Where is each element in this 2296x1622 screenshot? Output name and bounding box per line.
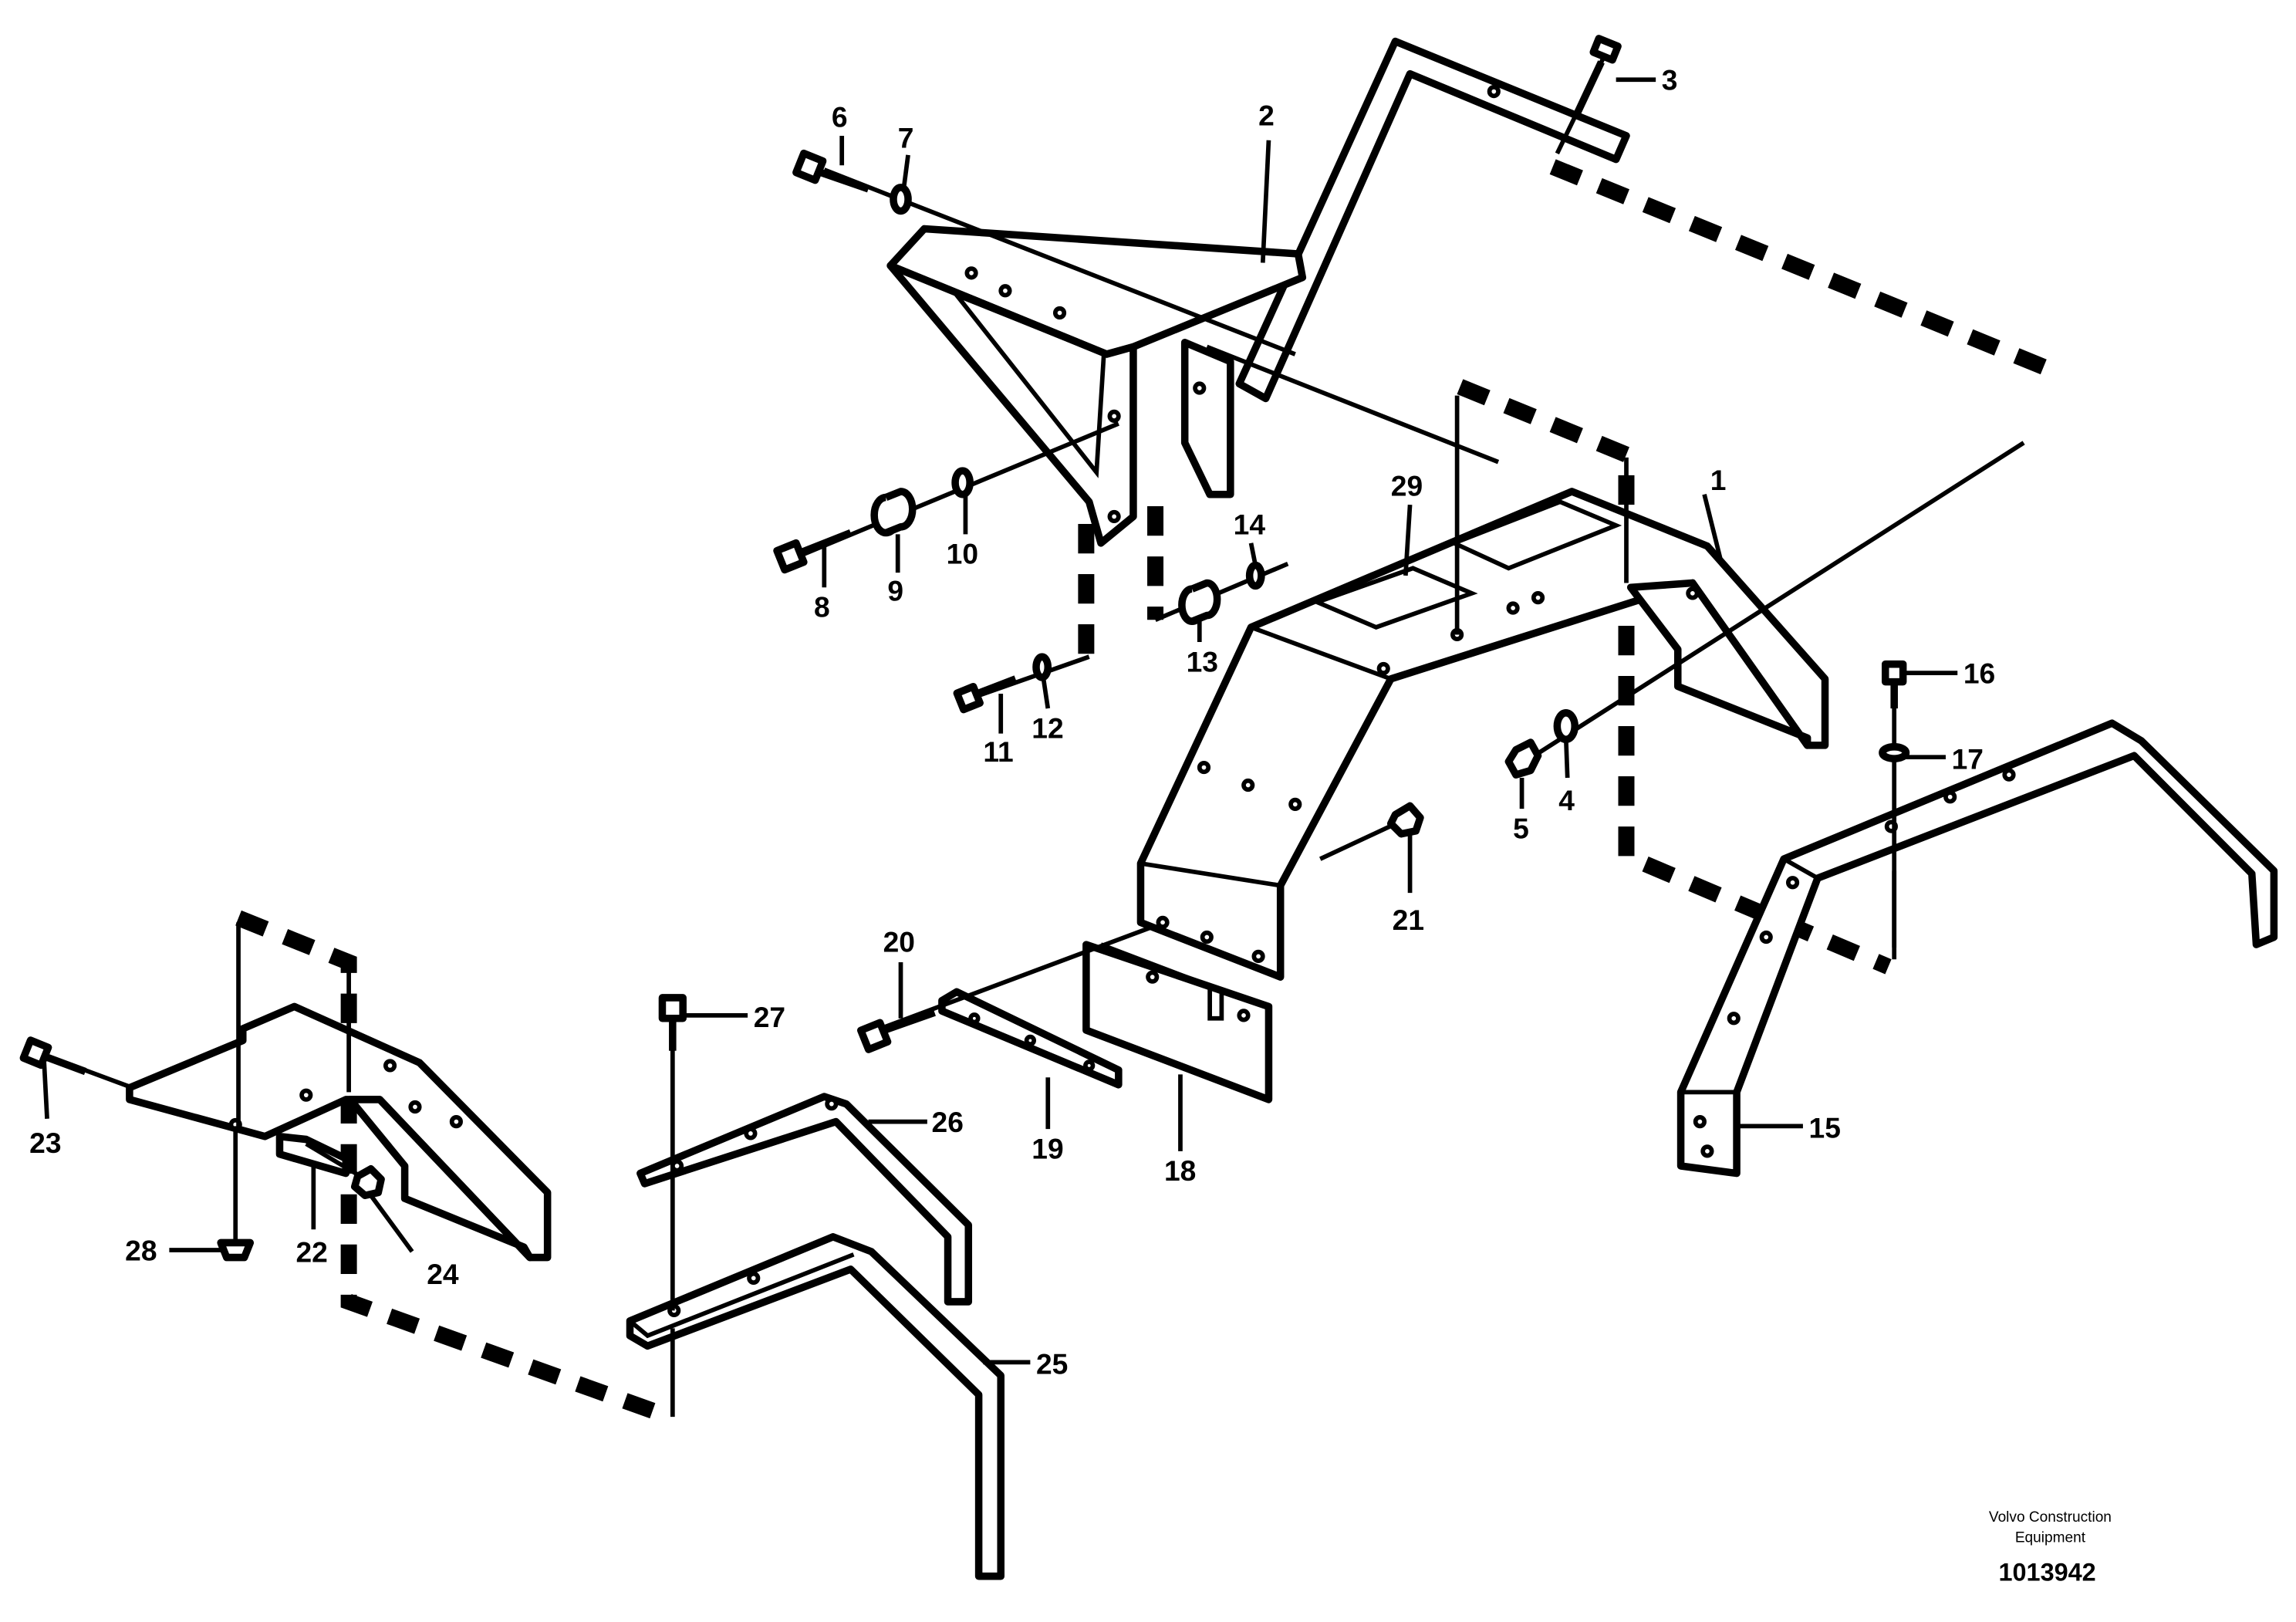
part-26-inner-bracket	[636, 1093, 973, 1306]
callout-20: 20	[883, 926, 915, 958]
callout-19: 19	[1032, 1132, 1063, 1164]
callout-1: 1	[1710, 464, 1727, 496]
bolt-27	[658, 994, 687, 1051]
dash-line-left	[235, 910, 673, 1425]
callout-25: 25	[1036, 1348, 1068, 1380]
brand-line-2: Equipment	[2015, 1530, 2086, 1546]
fender-slot-1	[1311, 566, 1478, 630]
washer-12	[1032, 653, 1052, 681]
left-fender-side	[346, 1096, 534, 1262]
callout-24: 24	[427, 1258, 459, 1290]
callout-4: 4	[1558, 784, 1575, 816]
right-bracket-fold	[1782, 857, 1819, 880]
frame-lower-bracket	[1180, 338, 1234, 498]
callout-labels: 1 2 3 4 5 6 7 8 9 10 11 12 13 14 15 16 1…	[29, 64, 1995, 1380]
callout-6: 6	[832, 100, 848, 133]
part-1-main-fender	[1136, 488, 1829, 981]
callout-11: 11	[983, 735, 1013, 768]
callout-26: 26	[932, 1106, 964, 1138]
bolt-23	[19, 1036, 87, 1076]
callout-18: 18	[1164, 1154, 1196, 1187]
callout-21: 21	[1393, 904, 1424, 936]
fender-fold-2	[1140, 861, 1281, 888]
mud-flap-notch	[1099, 942, 1259, 1021]
lower-bracket-body	[626, 1233, 1004, 1580]
axis-4-5	[1514, 441, 2025, 769]
clip-nut-28	[217, 1238, 255, 1262]
doc-number: 1013942	[1998, 1558, 2095, 1586]
callout-14: 14	[1234, 508, 1266, 540]
callout-9: 9	[887, 574, 903, 607]
nut-21	[1387, 802, 1424, 838]
callout-16: 16	[1963, 657, 1995, 690]
callout-22: 22	[295, 1235, 327, 1268]
callout-28: 28	[125, 1234, 157, 1266]
callout-10: 10	[947, 538, 978, 570]
nut-24	[350, 1165, 385, 1200]
dash-line-top	[1549, 159, 2057, 381]
nut-5	[1504, 738, 1542, 779]
axis-13-14	[1154, 561, 1289, 622]
callout-3: 3	[1662, 64, 1678, 96]
callout-15: 15	[1809, 1112, 1841, 1144]
lower-bracket-edge	[628, 1252, 855, 1339]
washer-7	[890, 184, 912, 215]
spacer-13	[1178, 579, 1221, 626]
rivet-16	[1881, 660, 1907, 709]
callout-2: 2	[1258, 100, 1275, 132]
left-fender-body	[126, 1002, 552, 1262]
callout-7: 7	[898, 121, 914, 154]
callout-13: 13	[1187, 645, 1218, 678]
callout-29: 29	[1391, 470, 1423, 502]
right-bracket-body	[1676, 719, 2278, 1178]
callout-17: 17	[1952, 742, 1984, 775]
washer-17	[1879, 743, 1910, 762]
washer-14	[1245, 561, 1265, 590]
bolt-6	[792, 149, 870, 193]
spacer-9	[870, 488, 917, 537]
part-15-right-bracket	[1676, 719, 2278, 1178]
leader-lines	[42, 77, 1958, 1365]
callout-12: 12	[1032, 711, 1063, 744]
washer-4	[1553, 709, 1579, 744]
footer: Volvo Construction Equipment 1013942	[1989, 1509, 2112, 1587]
bolt-20	[857, 1009, 936, 1053]
callout-27: 27	[754, 1001, 785, 1033]
frame-top-arm	[1235, 37, 1630, 403]
bolt-11	[953, 675, 1018, 714]
callout-23: 23	[29, 1127, 61, 1159]
washer-10	[951, 467, 974, 498]
frame-gusset-inner	[950, 289, 1106, 478]
callout-8: 8	[814, 590, 830, 623]
brand-line-1: Volvo Construction	[1989, 1509, 2112, 1526]
bolt-3	[1574, 35, 1622, 114]
part-22-left-fender	[126, 1002, 552, 1262]
fender-side-flap	[1626, 579, 1811, 749]
part-19-clamp-strip	[938, 988, 1123, 1089]
fasteners	[19, 35, 2025, 1418]
callout-5: 5	[1513, 812, 1529, 844]
bolt-8	[773, 529, 853, 574]
part-18-mud-flap	[1082, 941, 1273, 1103]
axis-frame-to-fender	[1206, 344, 1500, 465]
frame-gusset	[886, 262, 1137, 547]
fender-fold-1	[1250, 625, 1392, 681]
fender-slot-2	[1448, 499, 1622, 571]
